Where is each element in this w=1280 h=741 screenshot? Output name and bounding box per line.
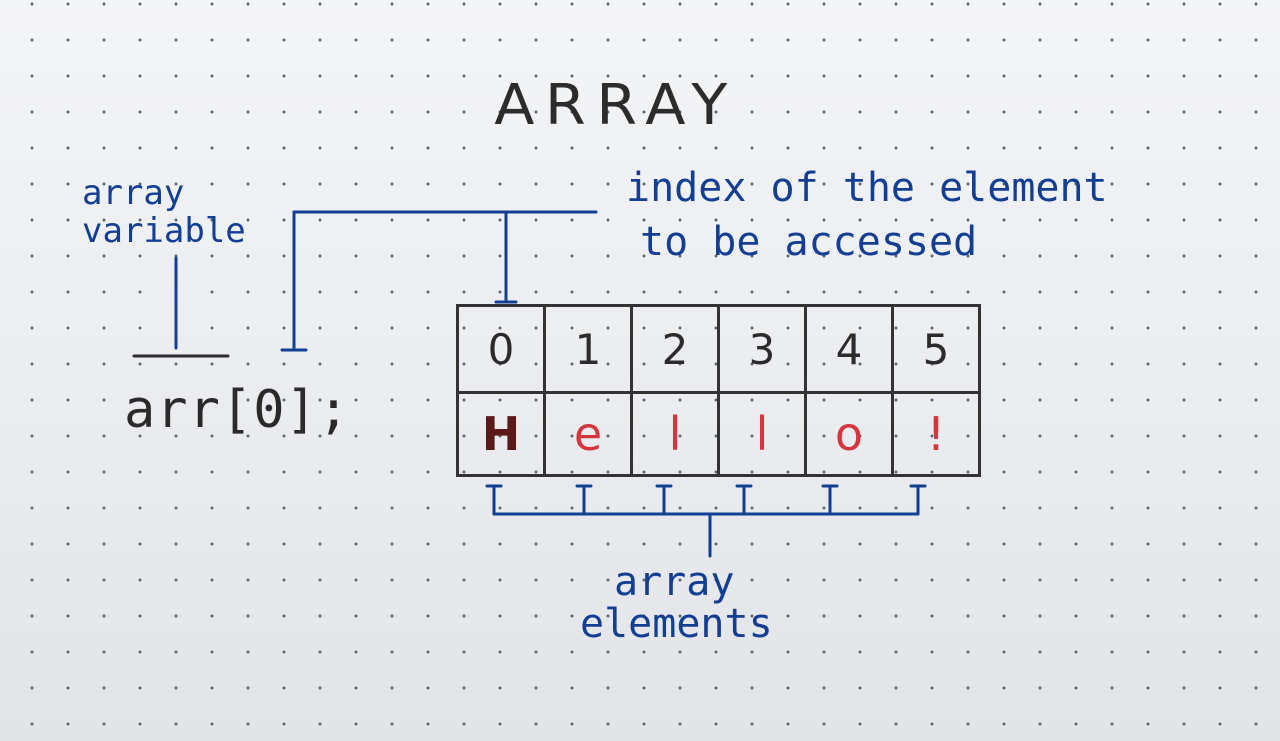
index-cell: 0 <box>456 304 546 394</box>
label-elements-line1: array <box>614 559 735 605</box>
index-cell: 1 <box>543 304 633 394</box>
value-cell: H <box>456 391 546 477</box>
label-array-variable-line1: array <box>82 173 185 213</box>
array-table: 0 1 2 3 4 5 H e l l o ! <box>456 304 981 477</box>
value-cell: e <box>543 391 633 477</box>
label-index-line2: to be accessed <box>640 219 978 265</box>
label-array-variable-line2: variable <box>82 211 246 251</box>
index-cell: 2 <box>630 304 720 394</box>
value-cell: l <box>717 391 807 477</box>
label-elements-line2: elements <box>580 601 773 647</box>
label-index-line1: index of the element <box>626 165 1108 211</box>
value-cell: l <box>630 391 720 477</box>
diagram-title: ARRAY <box>494 73 738 138</box>
value-cell: ! <box>891 391 981 477</box>
index-cell: 4 <box>804 304 894 394</box>
index-cell: 5 <box>891 304 981 394</box>
index-cell: 3 <box>717 304 807 394</box>
value-row: H e l l o ! <box>456 391 981 477</box>
index-row: 0 1 2 3 4 5 <box>456 304 981 394</box>
code-expression: arr[0]; <box>124 380 351 440</box>
value-cell: o <box>804 391 894 477</box>
